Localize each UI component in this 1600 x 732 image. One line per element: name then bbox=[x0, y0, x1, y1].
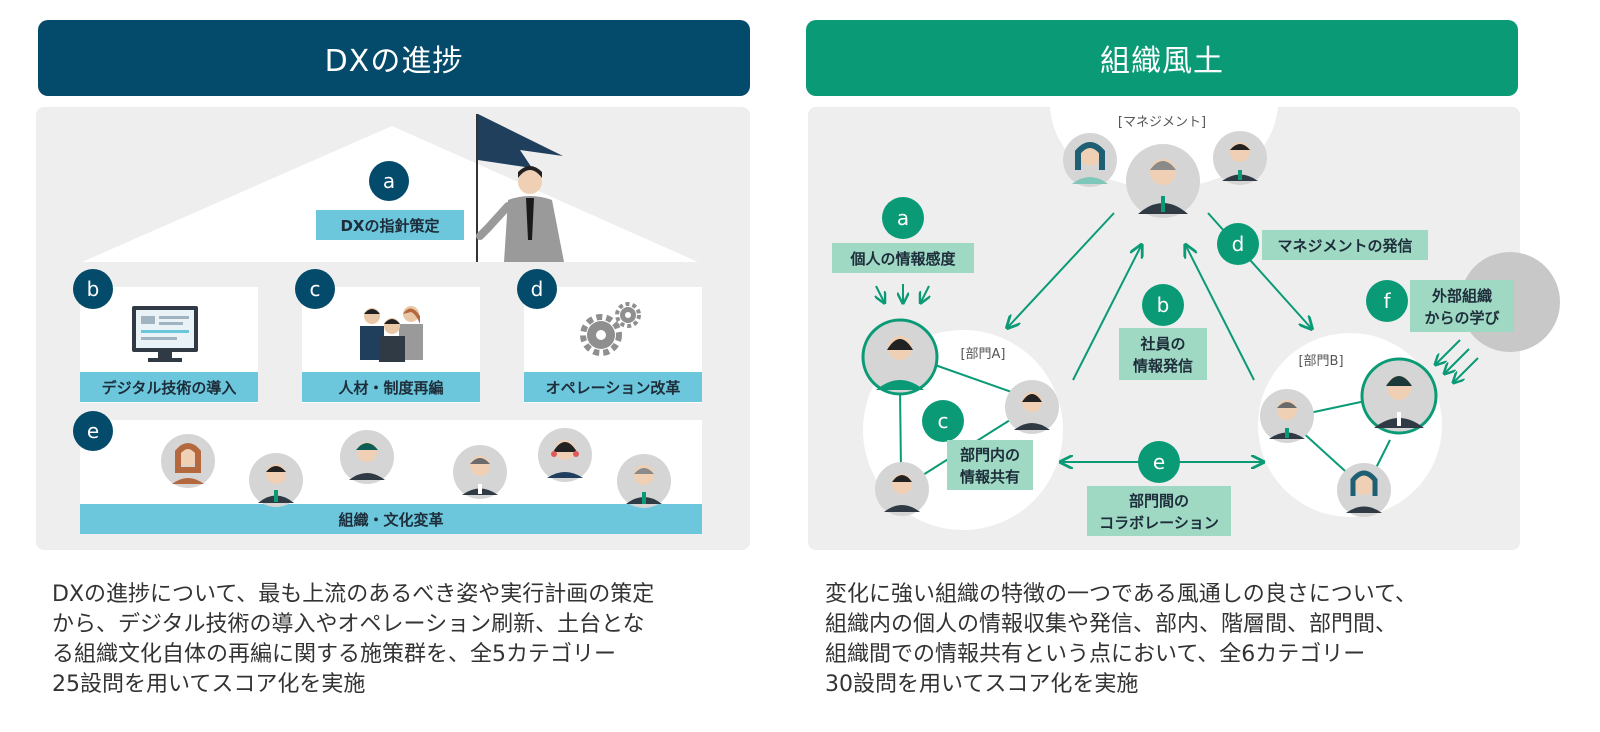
badge-c-right: c bbox=[922, 400, 964, 442]
dept-b-label: [部門B] bbox=[1298, 354, 1343, 369]
dept-a-person-bottom bbox=[875, 462, 929, 516]
label-bar-a bbox=[316, 210, 464, 240]
label-b-text: デジタル技術の導入 bbox=[102, 379, 237, 397]
badge-e-right: e bbox=[1138, 441, 1180, 483]
label-c-text: 人材・制度再編 bbox=[338, 379, 443, 397]
label-c-line1: 部門内の bbox=[960, 446, 1020, 464]
svg-text:c: c bbox=[938, 409, 949, 433]
label-box-c bbox=[947, 440, 1033, 490]
label-d-line1: マネジメントの発信 bbox=[1277, 237, 1412, 255]
label-bar-b bbox=[80, 372, 258, 402]
label-a-line1: 個人の情報感度 bbox=[849, 250, 956, 268]
label-box-f bbox=[1410, 280, 1514, 332]
label-c-line2: 情報共有 bbox=[960, 468, 1020, 486]
svg-text:e: e bbox=[1153, 450, 1165, 474]
badge-c: c bbox=[295, 269, 335, 309]
svg-text:b: b bbox=[1157, 293, 1170, 317]
monitor-icon bbox=[132, 306, 198, 362]
svg-text:f: f bbox=[1383, 289, 1391, 313]
dept-a-label: [部門A] bbox=[960, 347, 1005, 362]
label-bar-c bbox=[302, 372, 480, 402]
manager-avatar-right bbox=[1213, 131, 1267, 185]
label-a-text: DXの指針策定 bbox=[340, 217, 439, 235]
management-label: [マネジメント] bbox=[1118, 115, 1206, 130]
avatar bbox=[249, 453, 303, 507]
dept-b-person-left bbox=[1260, 389, 1314, 443]
label-box-b bbox=[1119, 328, 1207, 380]
label-box-d bbox=[1262, 230, 1428, 260]
caption-line: 変化に強い組織の特徴の一つである風通しの良さについて、 bbox=[825, 582, 1418, 607]
badge-f-right: f bbox=[1366, 280, 1408, 322]
label-e-text: 組織・文化変革 bbox=[338, 511, 443, 529]
dx-progress-caption: DXの進捗について、最も上流のあるべき姿や実行計画の策定 から、デジタル技術の導… bbox=[52, 580, 752, 700]
svg-text:d: d bbox=[531, 277, 544, 301]
badge-a-right: a bbox=[882, 197, 924, 239]
label-d-text: オペレーション改革 bbox=[546, 379, 681, 397]
avatar bbox=[453, 445, 507, 499]
dept-b-person-main bbox=[1360, 357, 1438, 435]
badge-e: e bbox=[73, 411, 113, 451]
label-bar-d bbox=[524, 372, 702, 402]
label-e-line1: 部門間の bbox=[1129, 492, 1189, 510]
caption-line: DXの進捗について、最も上流のあるべき姿や実行計画の策定 bbox=[52, 582, 655, 607]
gear-icon bbox=[580, 302, 641, 356]
people-group-icon bbox=[360, 306, 423, 362]
badge-a: a bbox=[369, 161, 409, 201]
label-b-line1: 社員の bbox=[1139, 335, 1185, 353]
label-f-line2: からの学び bbox=[1424, 309, 1499, 327]
dept-a-person-main bbox=[861, 318, 939, 396]
svg-text:e: e bbox=[87, 419, 99, 443]
avatar bbox=[617, 454, 671, 508]
svg-text:c: c bbox=[310, 277, 321, 301]
label-b-line2: 情報発信 bbox=[1133, 357, 1193, 375]
badge-d: d bbox=[517, 269, 557, 309]
caption-line: 組織内の個人の情報収集や発信、部内、階層間、部門間、 bbox=[825, 612, 1398, 637]
leader-with-flag-icon bbox=[476, 114, 564, 262]
label-e-line2: コラボレーション bbox=[1099, 514, 1219, 532]
label-bar-e bbox=[80, 504, 702, 534]
caption-line: る組織文化自体の再編に関する施策群を、全5カテゴリー bbox=[52, 642, 616, 667]
org-culture-header: 組織風土 bbox=[806, 20, 1518, 96]
badge-b-right: b bbox=[1142, 284, 1184, 326]
svg-text:a: a bbox=[383, 169, 395, 193]
label-box-e bbox=[1087, 486, 1231, 536]
avatar bbox=[340, 430, 394, 484]
avatar-row bbox=[161, 428, 671, 508]
badge-d-right: d bbox=[1217, 223, 1259, 265]
svg-text:a: a bbox=[897, 206, 909, 230]
dept-a-person-right bbox=[1005, 380, 1059, 434]
dx-progress-header: DXの進捗 bbox=[38, 20, 750, 96]
svg-text:d: d bbox=[1232, 232, 1245, 256]
avatar bbox=[538, 428, 592, 482]
org-culture-caption: 変化に強い組織の特徴の一つである風通しの良さについて、 組織内の個人の情報収集や… bbox=[825, 580, 1525, 700]
label-box-a bbox=[832, 243, 974, 273]
svg-text:b: b bbox=[87, 277, 100, 301]
label-f-line1: 外部組織 bbox=[1431, 287, 1492, 305]
badge-b: b bbox=[73, 269, 113, 309]
caption-line: 25設問を用いてスコア化を実施 bbox=[52, 672, 366, 697]
avatar bbox=[161, 434, 215, 488]
dept-b-person-bottom bbox=[1337, 463, 1391, 517]
caption-line: から、デジタル技術の導入やオペレーション刷新、土台とな bbox=[52, 612, 645, 637]
caption-line: 30設問を用いてスコア化を実施 bbox=[825, 672, 1139, 697]
caption-line: 組織間での情報共有という点において、全6カテゴリー bbox=[825, 642, 1366, 667]
manager-avatar-center bbox=[1126, 144, 1200, 218]
manager-avatar-left bbox=[1063, 133, 1117, 187]
